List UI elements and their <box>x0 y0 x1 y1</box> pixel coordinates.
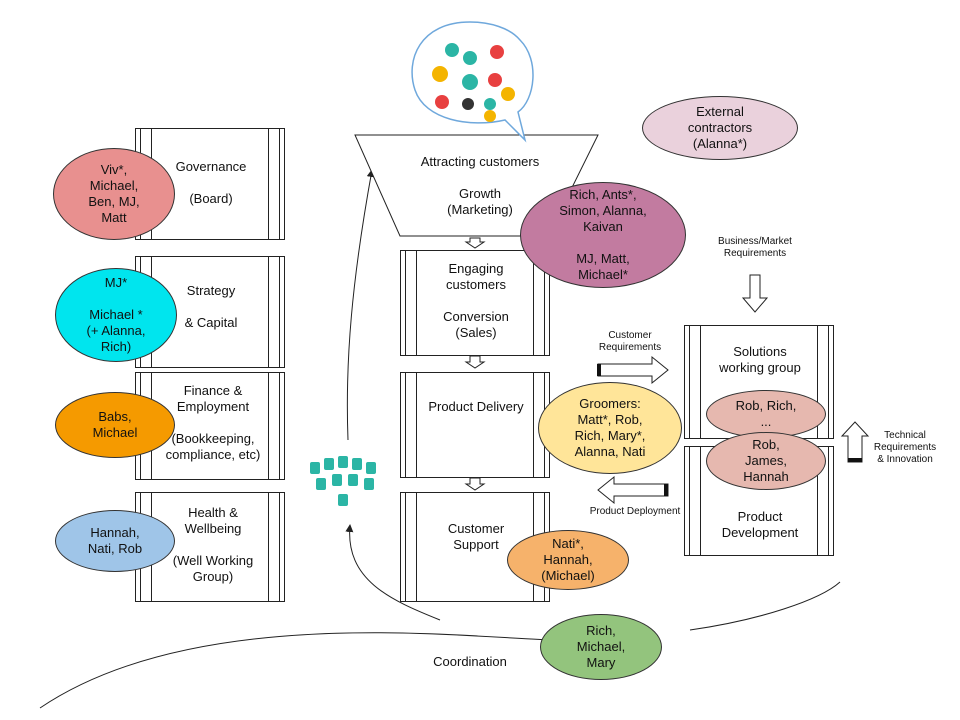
health-title: Health & Wellbeing <box>184 505 242 536</box>
governance-subtitle: (Board) <box>189 191 233 206</box>
solutions-working-group-title: Solutions working group <box>719 344 801 375</box>
feedback-loop-down <box>345 524 441 621</box>
finance-box: Finance & Employment (Bookkeeping, compl… <box>135 372 285 480</box>
strategy-subtitle: & Capital <box>184 315 238 330</box>
coordination-label: Coordination <box>433 654 507 669</box>
product-delivery-box: Product Delivery <box>400 372 550 478</box>
business-requirements-arrow <box>741 274 769 313</box>
support-members-oval: Nati*, Hannah, (Michael) <box>507 530 629 590</box>
solutions-members-oval: Rob, Rich, ... <box>706 390 826 438</box>
coordination-curve <box>39 632 561 709</box>
product-deployment-label: Product Deployment <box>589 506 681 517</box>
strategy-members-oval: MJ* Michael * (+ Alanna, Rich) <box>55 268 177 362</box>
product-delivery-text: Product Delivery <box>428 399 524 414</box>
down-arrow-1 <box>464 237 486 249</box>
external-contractors-oval: External contractors (Alanna*) <box>642 96 798 160</box>
finance-members-oval: Babs, Michael <box>55 392 175 458</box>
technical-requirements-arrow <box>840 421 870 463</box>
customer-requirements-arrow <box>597 355 669 385</box>
finance-subtitle: (Bookkeeping, compliance, etc) <box>165 431 261 462</box>
funnel-title: Attracting customers <box>420 154 540 169</box>
governance-members-oval: Viv*, Michael, Ben, MJ, Matt <box>53 148 175 240</box>
down-arrow-2 <box>464 355 486 369</box>
technical-requirements-label: Technical Requirements & Innovation <box>873 430 937 465</box>
product-development-title: Product Development <box>721 509 799 540</box>
health-members-oval: Hannah, Nati, Rob <box>55 510 175 572</box>
groomers-oval: Groomers: Matt*, Rob, Rich, Mary*, Alann… <box>538 382 682 474</box>
people-speech-bubble-icon <box>411 21 534 143</box>
coordination-members-oval: Rich, Michael, Mary <box>540 614 662 680</box>
business-requirements-label: Business/Market Requirements <box>718 236 792 259</box>
marketing-members-oval: Rich, Ants*, Simon, Alanna, Kaivan MJ, M… <box>520 182 686 288</box>
health-subtitle: (Well Working Group) <box>172 553 254 584</box>
down-arrow-3 <box>464 477 486 491</box>
product-dev-members-oval: Rob, James, Hannah <box>706 432 826 490</box>
funnel-subtitle: Growth (Marketing) <box>447 186 513 217</box>
strategy-title: Strategy <box>186 283 236 298</box>
finance-title: Finance & Employment <box>176 383 250 414</box>
engaging-text: Engaging customers Conversion (Sales) <box>443 261 509 340</box>
product-deployment-arrow <box>597 475 669 505</box>
engaging-box: Engaging customers Conversion (Sales) <box>400 250 550 356</box>
feedback-loop-up <box>346 169 375 441</box>
customer-support-text: Customer Support <box>447 521 505 552</box>
coordination-curve-right <box>689 581 841 631</box>
tags-illustration-icon <box>310 456 376 506</box>
governance-title: Governance <box>175 159 247 174</box>
customer-requirements-label: Customer Requirements <box>598 330 662 353</box>
